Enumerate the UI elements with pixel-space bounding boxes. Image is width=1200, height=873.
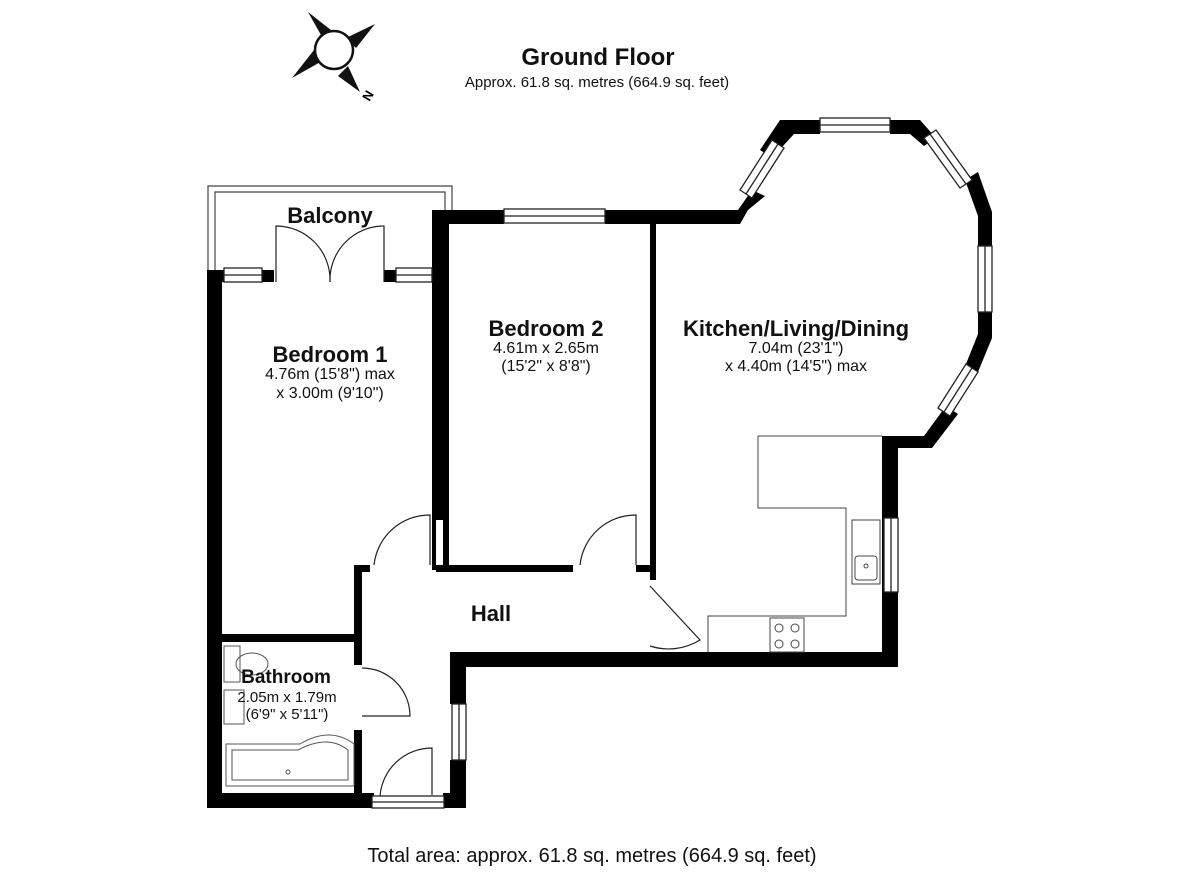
room-name-balcony: Balcony: [287, 203, 373, 228]
doors: [275, 225, 701, 797]
room-dim-bedroom1-line2: x 3.00m (9'10"): [276, 385, 384, 402]
windows: [223, 117, 993, 809]
walls: [207, 120, 992, 808]
room-dim-bathroom-line1: 2.05m x 1.79m: [237, 689, 337, 706]
room-name-bathroom: Bathroom: [241, 667, 331, 688]
kitchen-units: [707, 435, 882, 653]
page-subtitle: Approx. 61.8 sq. metres (664.9 sq. feet): [464, 74, 730, 91]
room-name-hall: Hall: [470, 601, 512, 626]
room-dim-bathroom-line2: (6'9" x 5'11"): [245, 706, 329, 723]
room-name-bedroom2: Bedroom 2: [488, 316, 604, 341]
balcony-outline: [207, 185, 453, 270]
compass-icon: N: [292, 12, 377, 104]
room-dim-kitchen-line2: x 4.40m (14'5") max: [724, 358, 868, 375]
room-name-bedroom1: Bedroom 1: [272, 342, 388, 367]
room-dim-bedroom2-line2: (15'2" x 8'8"): [501, 358, 591, 375]
room-dim-bedroom2-line1: 4.61m x 2.65m: [493, 340, 599, 357]
room-name-kitchen: Kitchen/Living/Dining: [682, 316, 910, 341]
bathroom-fixtures: [223, 645, 355, 787]
room-dim-bedroom1-line1: 4.76m (15'8") max: [265, 366, 395, 383]
total-area: Total area: approx. 61.8 sq. metres (664…: [367, 845, 817, 867]
page-title: Ground Floor: [521, 44, 675, 71]
room-dim-kitchen-line1: 7.04m (23'1"): [748, 340, 844, 357]
compass-north-label: N: [359, 88, 377, 104]
